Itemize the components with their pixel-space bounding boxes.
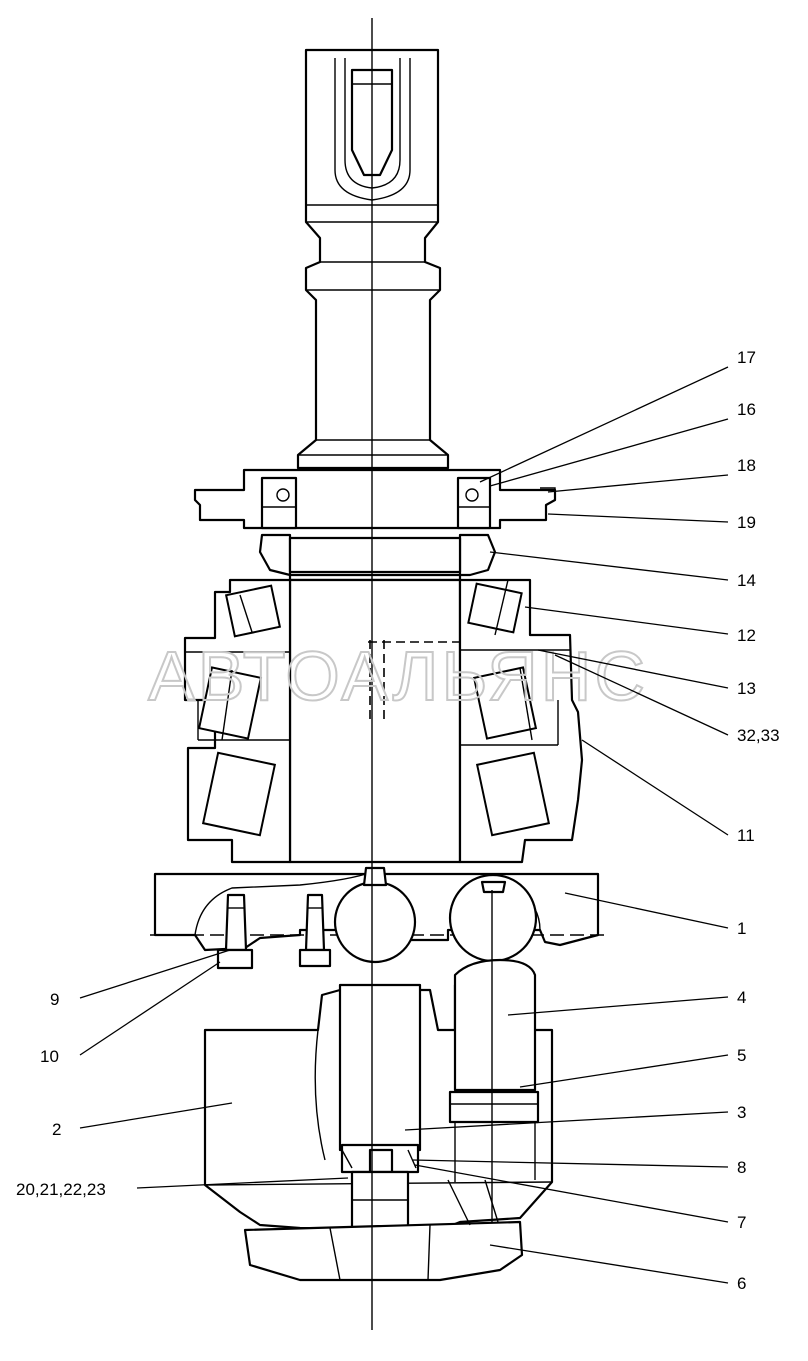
studs — [216, 893, 332, 970]
nut — [258, 533, 497, 582]
callout-8: 8 — [737, 1158, 746, 1177]
callout-5: 5 — [737, 1046, 746, 1065]
callout-19: 19 — [737, 513, 756, 532]
collar-assembly — [193, 468, 557, 530]
callout-1: 1 — [737, 919, 746, 938]
base-plate — [243, 1179, 524, 1282]
callout-2: 2 — [52, 1120, 61, 1139]
callout-12: 12 — [737, 626, 756, 645]
pin — [338, 983, 422, 1174]
callout-18: 18 — [737, 456, 756, 475]
callout-13: 13 — [737, 679, 756, 698]
callout-14: 14 — [737, 571, 756, 590]
callout-10: 10 — [40, 1047, 59, 1066]
shaft-upper — [296, 48, 450, 470]
roller-bearings — [197, 579, 551, 837]
callout-11: 11 — [737, 826, 755, 845]
callout-4: 4 — [737, 988, 746, 1007]
callout-7: 7 — [737, 1213, 746, 1232]
leader-lines — [79, 366, 729, 1284]
callout-16: 16 — [737, 400, 756, 419]
callout-3: 3 — [737, 1103, 746, 1122]
callout-9: 9 — [50, 990, 59, 1009]
pin-right — [448, 958, 540, 1182]
watermark-text: АВТОАЛЬЯНС — [148, 637, 648, 715]
callout-32-33: 32,33 — [737, 726, 780, 745]
ball-pins — [333, 866, 538, 964]
callout-6: 6 — [737, 1274, 746, 1293]
callout-17: 17 — [737, 348, 756, 367]
callout-20-21-22-23: 20,21,22,23 — [16, 1180, 106, 1199]
